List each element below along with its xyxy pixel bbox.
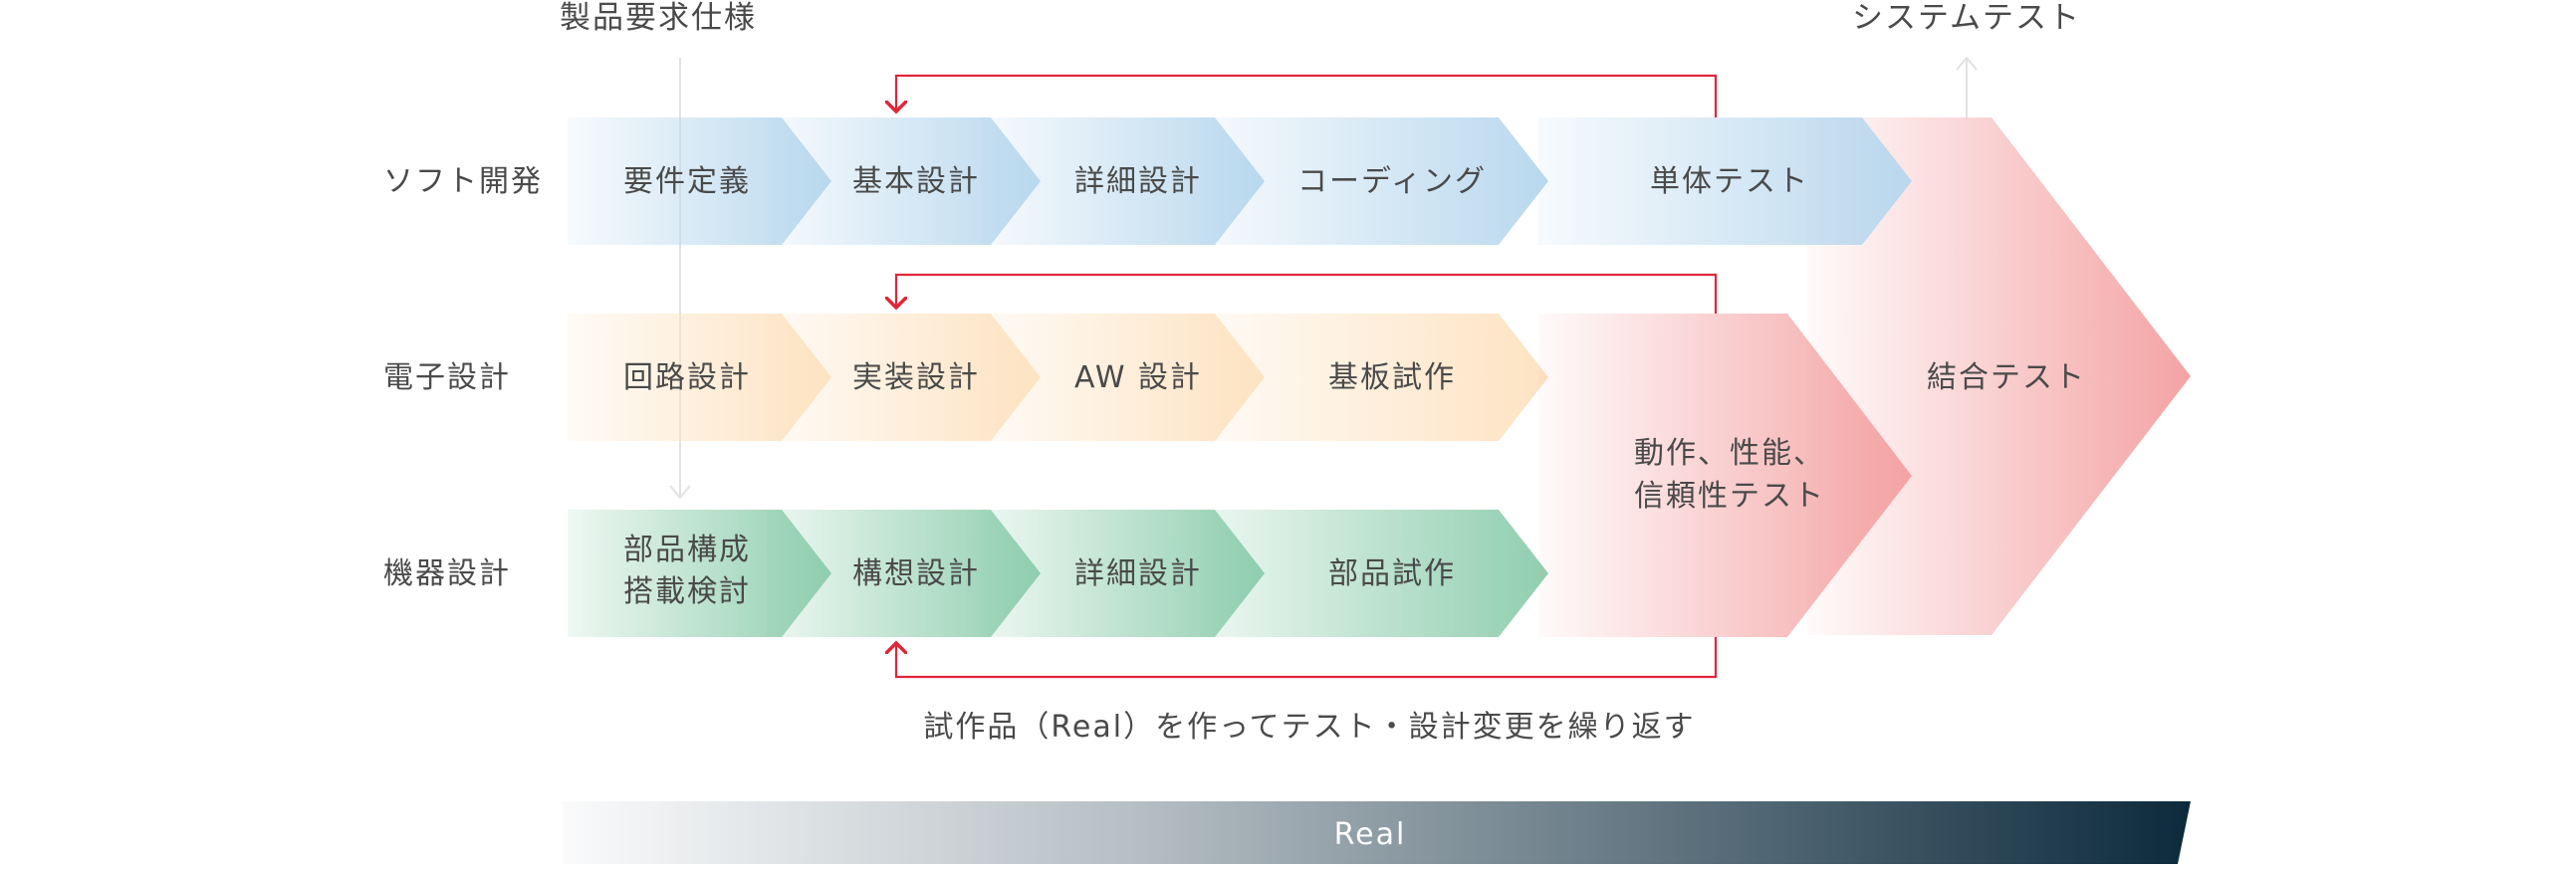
electronics-step-1-chevron <box>568 314 831 441</box>
electronics-step-label: AW 設計 <box>1074 360 1202 395</box>
product-requirements-label: 製品要求仕様 <box>560 0 757 36</box>
software-step-1-chevron <box>568 117 831 245</box>
mechanical-step-3-chevron <box>981 510 1265 637</box>
row-label-mechanical: 機器設計 <box>383 556 511 591</box>
software-step-3-chevron <box>981 117 1265 245</box>
mechanical-step-label: 部品試作 <box>1328 556 1456 591</box>
row-label-electronics: 電子設計 <box>383 360 511 395</box>
real-bar <box>563 801 2191 864</box>
electronics-feedback-arrow <box>896 273 1718 314</box>
electronics-step-label: 実装設計 <box>852 360 980 395</box>
row-label-software: ソフト開発 <box>383 164 543 199</box>
system-test-label: システムテスト <box>1852 0 2081 36</box>
software-step-5-chevron <box>1538 117 1912 245</box>
electronics-step-label: 基板試作 <box>1328 360 1456 395</box>
electronics-step-4-chevron <box>1200 314 1548 441</box>
mechanical-step-4-chevron <box>1200 510 1548 637</box>
mechanical-step-1-chevron <box>568 510 831 637</box>
mechanical-feedback-arrow <box>896 637 1718 679</box>
software-step-label: 詳細設計 <box>1074 164 1202 199</box>
mechanical-step-label: 詳細設計 <box>1074 556 1202 591</box>
software-step-2-chevron <box>767 117 1041 245</box>
iteration-note: 試作品（Real）を作ってテスト・設計変更を繰り返す <box>923 710 1695 745</box>
software-step-label: 単体テスト <box>1650 164 1809 199</box>
electronics-step-label: 回路設計 <box>623 360 751 395</box>
software-step-label: 要件定義 <box>623 164 751 199</box>
system-test-guide-arrowhead <box>1956 56 1978 71</box>
combined-test-chevron <box>1538 314 1912 637</box>
integration-test-chevron <box>1807 117 2191 635</box>
real-bar-label: Real <box>1334 817 1407 852</box>
software-step-label: コーディング <box>1297 164 1487 199</box>
combined-test-label: 信頼性テスト <box>1634 479 1825 514</box>
mechanical-step-2-chevron <box>767 510 1041 637</box>
mechanical-step-label: 部品構成 <box>623 533 751 567</box>
integration-test-label: 結合テスト <box>1927 360 2086 395</box>
electronics-step-2-chevron <box>767 314 1041 441</box>
software-feedback-arrow <box>896 74 1718 117</box>
mechanical-step-label: 構想設計 <box>852 556 980 591</box>
software-step-4-chevron <box>1200 117 1548 245</box>
combined-test-label: 動作、性能、 <box>1634 436 1825 471</box>
requirements-guide-arrowhead <box>669 485 691 500</box>
mechanical-step-label: 搭載検討 <box>623 574 751 609</box>
software-step-label: 基本設計 <box>852 164 980 199</box>
electronics-step-3-chevron <box>981 314 1265 441</box>
